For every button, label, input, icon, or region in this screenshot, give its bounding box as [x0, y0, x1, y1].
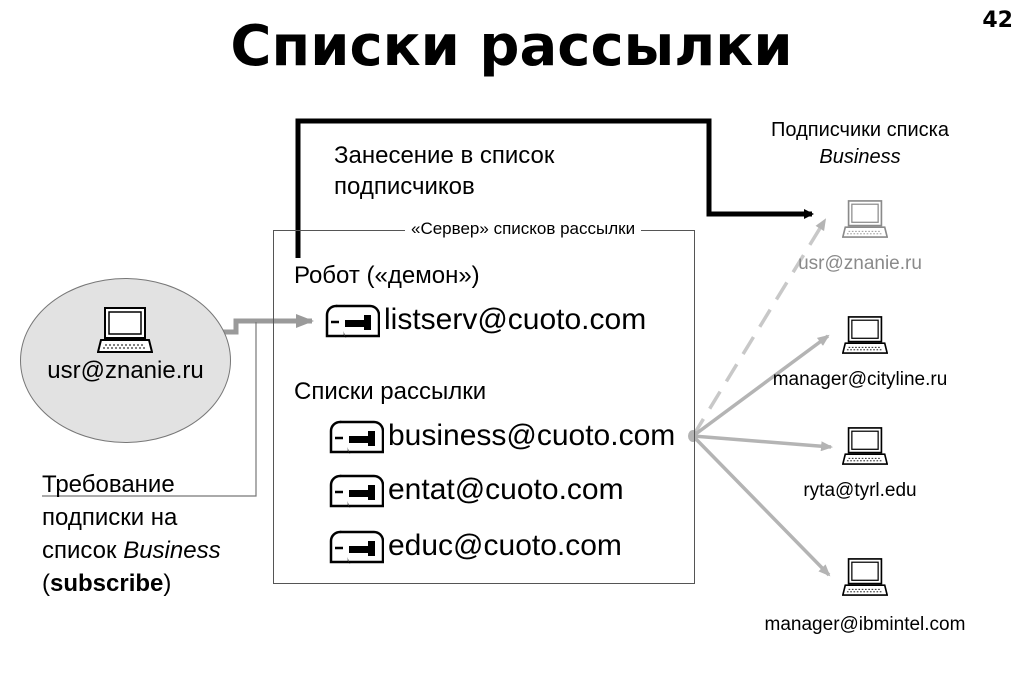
computer-icon — [97, 306, 153, 354]
computer-icon — [842, 425, 888, 467]
registration-arrow — [295, 118, 814, 258]
subscribers-heading: Подписчики списка Business — [771, 119, 949, 168]
requester-node — [20, 278, 231, 443]
subscriber-address: manager@ibmintel.com — [764, 614, 966, 635]
request-note-leader — [42, 322, 257, 497]
lists-label: Списки рассылки — [294, 378, 487, 405]
robot-label: Робот («демон») — [294, 262, 480, 289]
server-caption: «Сервер» списков рассылки — [405, 219, 642, 239]
list-name-italic: Business — [123, 537, 221, 564]
list-item: educ@cuoto.com — [328, 529, 622, 564]
mailbox-icon — [328, 420, 384, 454]
subscriber-address-new: usr@znanie.ru — [798, 253, 922, 274]
arrow-to-cityline — [691, 334, 830, 438]
request-note-line: (subscribe) — [42, 570, 172, 597]
distribution-node — [688, 430, 698, 442]
request-note-line: список Business — [42, 537, 221, 564]
mailbox-icon — [328, 530, 384, 564]
list-address-business: business@cuoto.com — [388, 419, 676, 452]
registration-note-line: подписчиков — [334, 173, 475, 200]
page-number: 42 — [982, 8, 1013, 33]
computer-icon — [842, 314, 888, 356]
arrow-to-ibmintel — [691, 434, 831, 577]
list-address-entat: entat@cuoto.com — [388, 473, 624, 506]
computer-icon — [842, 556, 888, 598]
robot-address: listserv@cuoto.com — [384, 303, 647, 336]
registration-note-line: Занесение в список — [334, 142, 555, 169]
computer-icon — [842, 198, 888, 240]
subscribe-command: subscribe — [50, 570, 164, 597]
mailbox-icon — [324, 304, 380, 338]
requester-address: usr@znanie.ru — [47, 357, 204, 384]
request-note-line: Требование — [42, 471, 175, 498]
list-item: business@cuoto.com — [328, 419, 675, 454]
request-note-line: подписки на — [42, 504, 178, 531]
subscriber-address: manager@cityline.ru — [772, 369, 948, 390]
dashed-arrow-new-subscriber — [691, 218, 827, 437]
arrow-to-tyrl — [692, 434, 833, 452]
list-address-educ: educ@cuoto.com — [388, 529, 622, 562]
slide-title: Списки рассылки — [230, 14, 793, 79]
robot-address-row: listserv@cuoto.com — [324, 303, 646, 338]
list-item: entat@cuoto.com — [328, 473, 624, 508]
request-note: Требование подписки на список Business (… — [42, 468, 221, 600]
subscriber-address: ryta@tyrl.edu — [803, 480, 917, 501]
mailbox-icon — [328, 474, 384, 508]
registration-note: Занесение в список подписчиков — [334, 140, 554, 202]
